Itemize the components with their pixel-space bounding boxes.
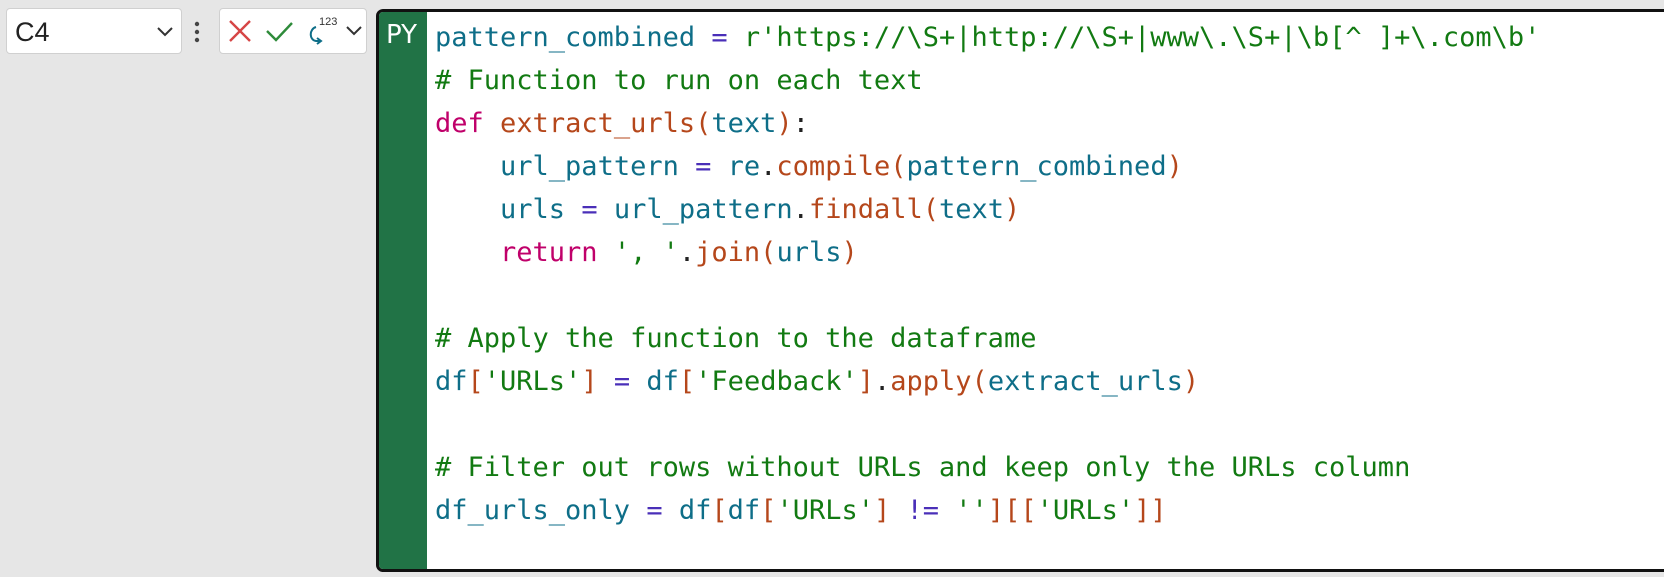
code-line: url_pattern = re.compile(pattern_combine… [500,151,1183,182]
code-area[interactable]: pattern_combined = r'https://\S+|http://… [435,16,1540,532]
cell-reference[interactable]: C4 [15,17,50,47]
python-output-icon [309,26,323,45]
code-line: # Function to run on each text [435,65,923,96]
output-type-dropdown[interactable] [344,9,364,53]
code-line: # Apply the function to the dataframe [435,323,1037,354]
confirm-button[interactable] [264,9,294,53]
python-code-editor[interactable]: PY pattern_combined = r'https://\S+|http… [376,9,1664,572]
cancel-button[interactable] [226,9,254,53]
code-line: df['URLs'] = df['Feedback'].apply(extrac… [435,366,1200,397]
code-line: return ', '.join(urls) [500,237,858,268]
code-line: ​ [435,403,1540,446]
check-icon [266,22,293,42]
code-line: # Filter out rows without URLs and keep … [435,452,1411,483]
code-line: def extract_urls(text): [435,108,809,139]
code-line: df_urls_only = df[df['URLs'] != ''][['UR… [435,495,1167,526]
formula-actions: 123 [219,8,367,54]
chevron-down-icon[interactable] [155,23,175,41]
code-line: ​ [435,274,1540,317]
name-box[interactable]: C4 [6,8,182,54]
code-line: pattern_combined = r'https://\S+|http://… [435,22,1541,53]
chevron-down-icon [346,26,362,36]
more-options-icon[interactable] [193,20,201,44]
output-type-badge: 123 [319,16,338,28]
output-type-button[interactable]: 123 [306,9,340,53]
close-icon [229,20,251,42]
code-line: urls = url_pattern.findall(text) [500,194,1021,225]
editor-gutter: PY [379,12,427,569]
python-label: PY [386,20,417,50]
